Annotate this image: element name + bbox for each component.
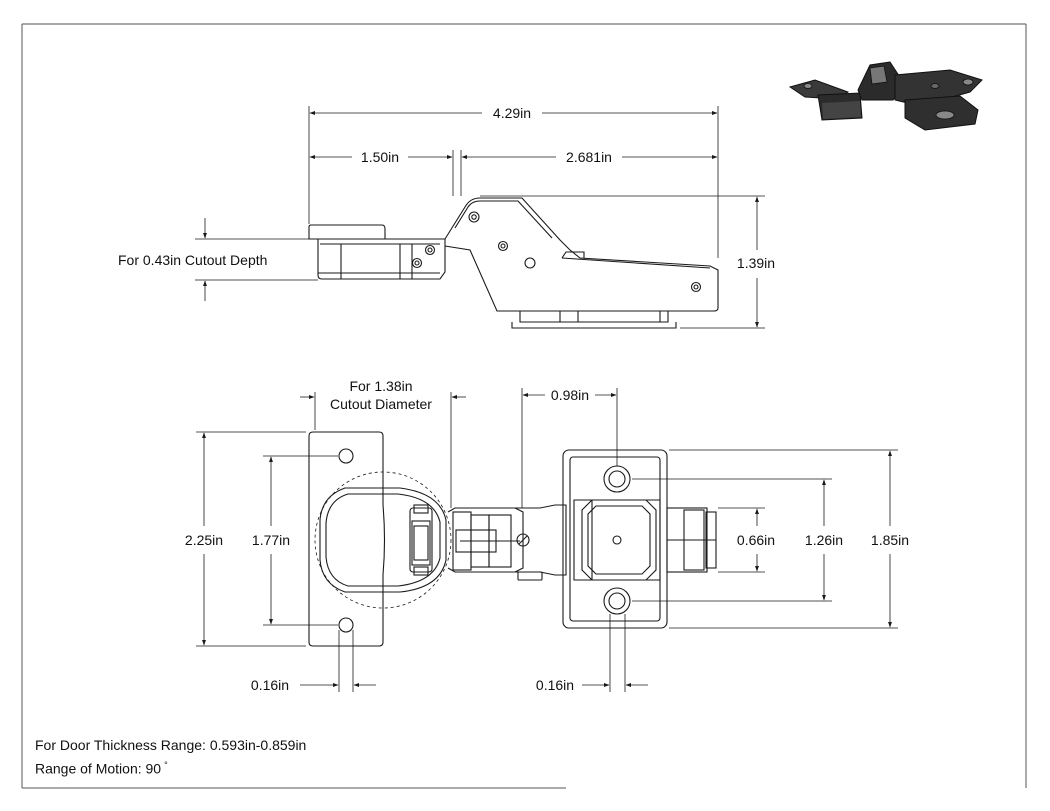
door-thickness-note: For Door Thickness Range: 0.593in-0.859i… (35, 737, 307, 753)
plate-height-label: 1.85in (871, 532, 909, 548)
cup-hole-spacing-label: 1.77in (252, 532, 290, 548)
side-view-holes (411, 211, 702, 293)
cup-length-label: 1.50in (361, 149, 399, 165)
cutout-depth-label: For 0.43in Cutout Depth (118, 252, 267, 268)
hinge-3d-render (788, 61, 983, 131)
arm-linkage-outline (447, 504, 567, 581)
side-view-outline (308, 197, 719, 329)
plate-offset-label: 0.98in (551, 387, 589, 403)
sheet-border (21, 23, 1027, 789)
side-view-dimension-lines (195, 106, 765, 329)
range-of-motion-text: Range of Motion: 90 (35, 760, 162, 777)
arm-length-label: 2.681in (566, 149, 612, 165)
plate-hole-diameter-label: 0.16in (536, 677, 574, 693)
range-of-motion-note: Range of Motion: 90° (35, 756, 168, 778)
plate-hole-spacing-label: 1.26in (805, 532, 843, 548)
cup-plate-outline (308, 431, 452, 647)
cup-plate-holes (338, 448, 354, 633)
mounting-plate-holes (603, 465, 631, 615)
top-view-dimension-lines (196, 388, 898, 692)
overall-length-label: 4.29in (493, 105, 531, 121)
mounting-plate-outline (562, 449, 717, 629)
degree-symbol: ° (164, 760, 168, 770)
cutout-diameter-label-line1: For 1.38in (349, 378, 412, 394)
cutout-diameter-label-line2: Cutout Diameter (330, 396, 432, 412)
height-label: 1.39in (737, 255, 775, 271)
plate-slot-label: 0.66in (737, 532, 775, 548)
cup-height-label: 2.25in (185, 532, 223, 548)
cup-hole-diameter-label: 0.16in (251, 677, 289, 693)
